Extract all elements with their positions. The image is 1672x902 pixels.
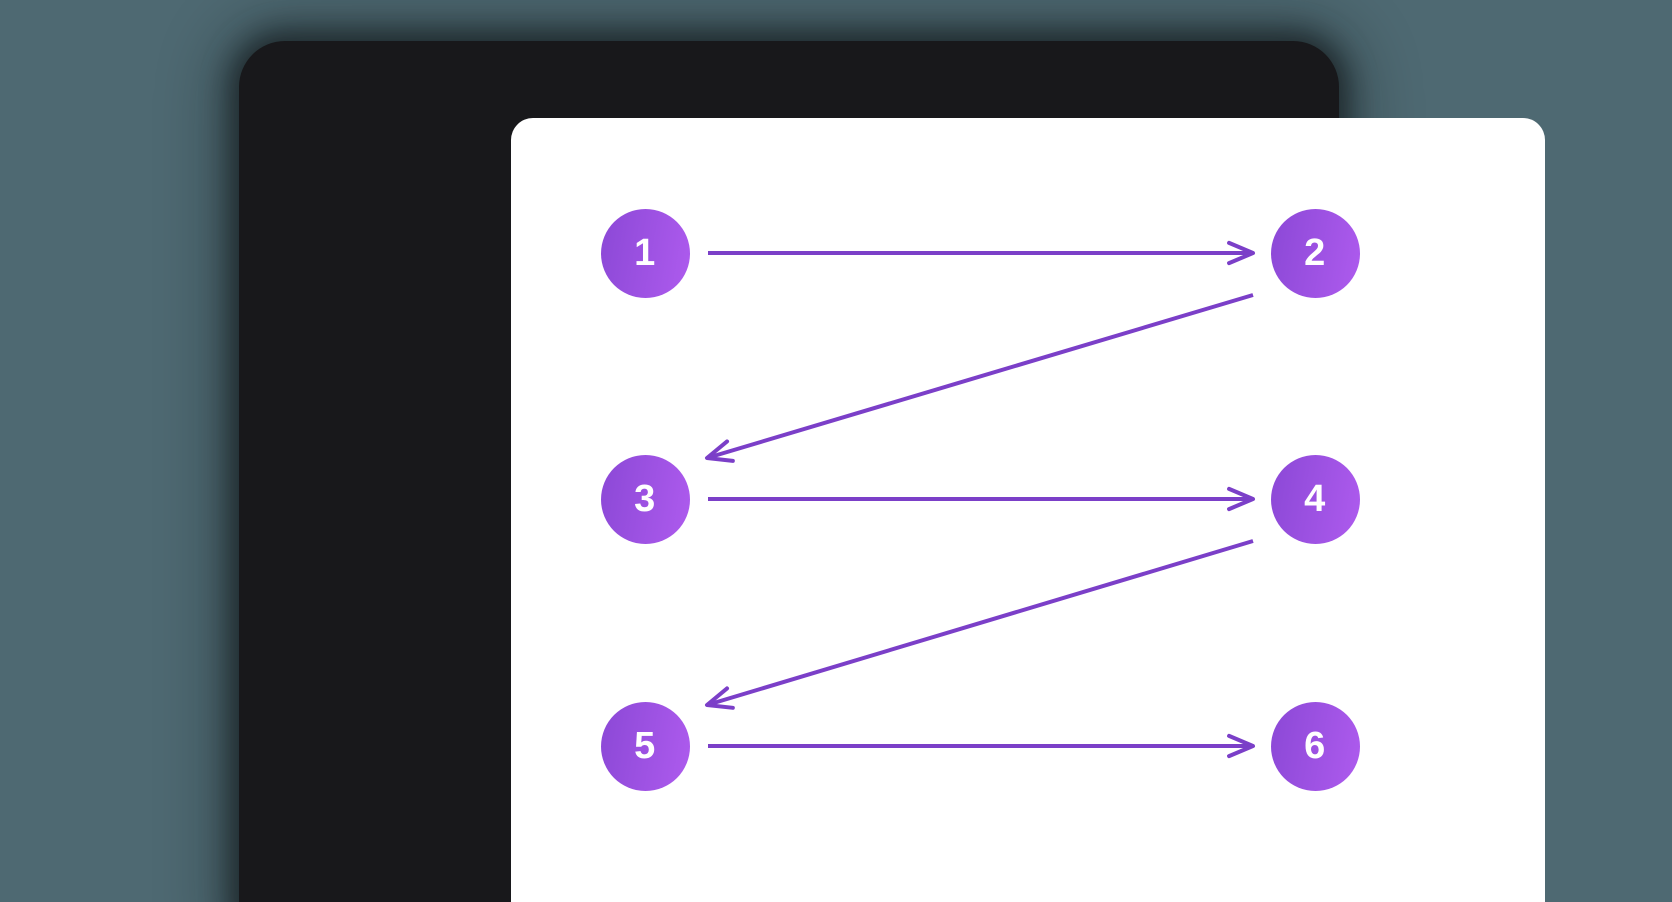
flow-node-1[interactable]: 1 (600, 208, 690, 298)
flow-node-label: 1 (634, 232, 656, 274)
flow-node-3[interactable]: 3 (600, 454, 690, 544)
flow-node-label: 6 (1304, 725, 1326, 767)
flow-diagram: 1 2 3 4 5 6 (511, 118, 1545, 902)
flow-arrow-1-to-2 (708, 240, 1255, 266)
flow-node-4[interactable]: 4 (1270, 454, 1360, 544)
arrow-head-icon (705, 686, 735, 710)
flow-arrow-5-to-6 (708, 733, 1255, 759)
flow-node-label: 2 (1304, 232, 1326, 274)
arrow-shaft (706, 293, 1254, 460)
diagram-arrows-layer (705, 240, 1255, 759)
flow-arrow-2-to-3 (705, 293, 1254, 463)
arrow-head-icon (1227, 486, 1255, 512)
device-frame: 1 2 3 4 5 6 (239, 41, 1545, 902)
flow-arrow-3-to-4 (708, 486, 1255, 512)
flow-node-label: 5 (634, 725, 656, 767)
flow-node-5[interactable]: 5 (600, 701, 690, 791)
arrow-head-icon (705, 439, 735, 463)
flow-arrow-4-to-5 (705, 539, 1254, 710)
arrow-shaft (706, 539, 1254, 707)
arrow-head-icon (1227, 733, 1255, 759)
flow-node-label: 3 (634, 478, 656, 520)
arrow-head-icon (1227, 240, 1255, 266)
flow-node-2[interactable]: 2 (1270, 208, 1360, 298)
device-screen: 1 2 3 4 5 6 (511, 118, 1545, 902)
flow-node-6[interactable]: 6 (1270, 701, 1360, 791)
flow-node-label: 4 (1304, 478, 1326, 520)
